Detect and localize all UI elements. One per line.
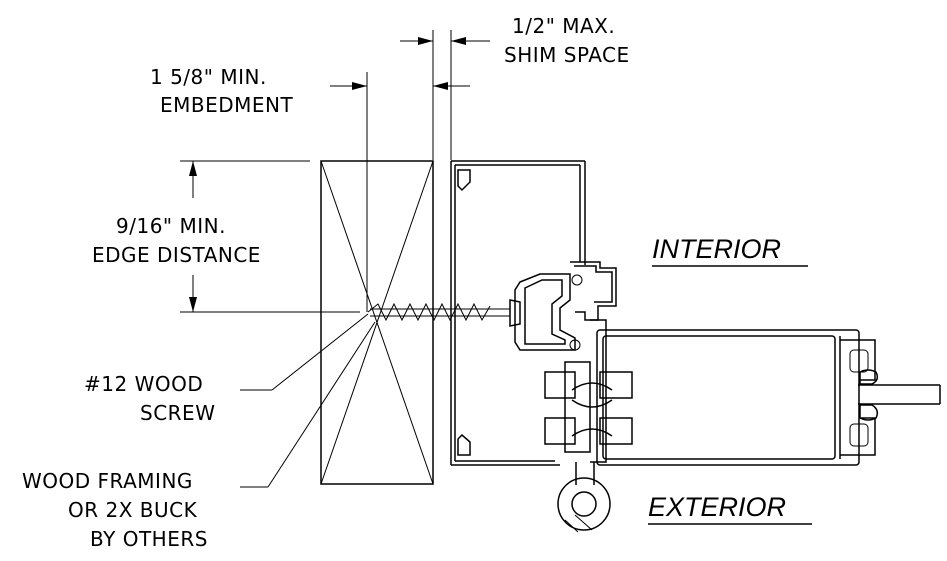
screw-label-line1: #12 WOOD — [84, 372, 203, 396]
wood-screw — [367, 299, 521, 327]
framing-label-line3: BY OTHERS — [90, 527, 208, 551]
edge-distance-label-line1: 9/16" MIN. — [116, 214, 226, 238]
interior-label: INTERIOR — [652, 234, 781, 264]
framing-label-line2: OR 2X BUCK — [68, 498, 198, 522]
embedment-dimension — [330, 72, 470, 312]
edge-distance-dimension — [180, 160, 360, 313]
edge-distance-label-line2: EDGE DISTANCE — [92, 243, 261, 267]
hinge-hardware — [544, 319, 633, 533]
screw-label-line2: SCREW — [140, 401, 215, 425]
shim-space-label-line1: 1/2" MAX. — [512, 14, 615, 38]
sash-profile — [596, 329, 941, 466]
shim-space-label-line2: SHIM SPACE — [504, 43, 630, 67]
screw-leader — [240, 313, 369, 391]
shim-space-dimension — [400, 30, 490, 160]
window-frame-profile — [450, 160, 617, 466]
framing-label-line1: WOOD FRAMING — [22, 469, 193, 493]
wood-framing-block — [320, 160, 434, 485]
framing-leader — [240, 321, 376, 488]
exterior-label: EXTERIOR — [648, 492, 786, 522]
embedment-label-line2: EMBEDMENT — [160, 93, 294, 117]
embedment-label-line1: 1 5/8" MIN. — [150, 65, 267, 89]
